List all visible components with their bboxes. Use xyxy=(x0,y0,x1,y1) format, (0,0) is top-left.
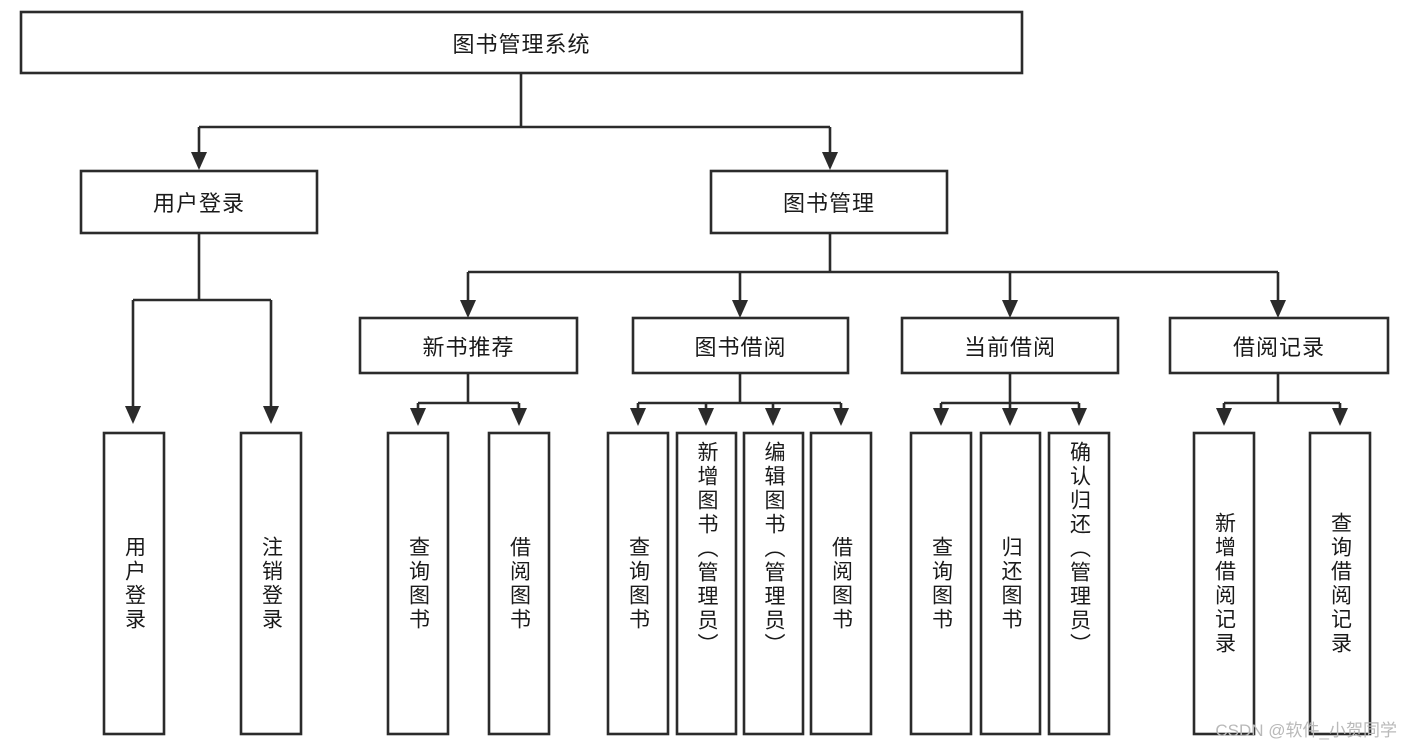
node-leaf-edit-book[interactable] xyxy=(742,431,805,736)
connector-book-manage-to-level3 xyxy=(460,233,1286,318)
connector-current-borrow-to-leaves xyxy=(933,373,1087,426)
node-user-login[interactable] xyxy=(79,169,319,235)
node-leaf-add-book[interactable] xyxy=(675,431,738,736)
node-borrow-record[interactable] xyxy=(1168,316,1390,375)
node-book-borrow[interactable] xyxy=(631,316,850,375)
node-book-manage[interactable] xyxy=(709,169,949,235)
node-new-book-rec[interactable] xyxy=(358,316,579,375)
connector-user-login-to-leaves xyxy=(125,233,279,424)
node-leaf-return-book[interactable] xyxy=(979,431,1042,736)
node-current-borrow[interactable] xyxy=(900,316,1120,375)
connector-root-to-level2 xyxy=(191,73,838,170)
node-leaf-user-logout[interactable] xyxy=(239,431,303,736)
connector-borrow-record-to-leaves xyxy=(1216,373,1348,426)
connector-book-borrow-to-leaves xyxy=(630,373,849,426)
node-leaf-query-record[interactable] xyxy=(1308,431,1372,736)
node-leaf-query-book-1[interactable] xyxy=(386,431,450,736)
node-leaf-borrow-book-1[interactable] xyxy=(487,431,551,736)
node-leaf-user-login[interactable] xyxy=(102,431,166,736)
node-leaf-borrow-book-2[interactable] xyxy=(809,431,873,736)
node-leaf-confirm-return[interactable] xyxy=(1047,431,1111,736)
csdn-watermark: CSDN @软件_小贺同学 xyxy=(1215,721,1397,740)
connector-new-book-rec-to-leaves xyxy=(410,373,527,426)
node-root[interactable] xyxy=(19,10,1024,75)
node-leaf-add-record[interactable] xyxy=(1192,431,1256,736)
node-leaf-query-book-2[interactable] xyxy=(606,431,670,736)
node-leaf-query-book-3[interactable] xyxy=(909,431,973,736)
